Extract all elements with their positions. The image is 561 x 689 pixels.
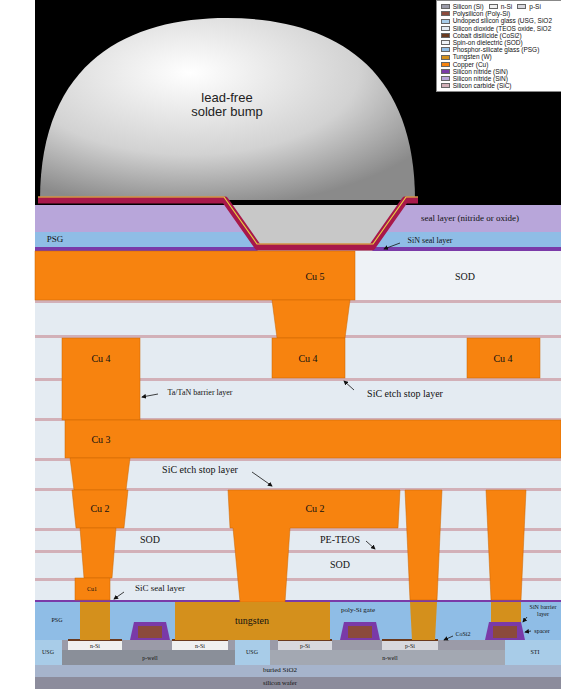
- legend-item: Tungsten (W): [441, 53, 492, 60]
- legend-text: Silicon (Si): [453, 3, 484, 10]
- legend-row: Silicon dioxide (TEOS oxide, SiO2: [441, 25, 557, 32]
- layer-label: USG: [42, 649, 54, 656]
- layer-label: silicon wafer: [263, 679, 297, 686]
- legend-item: Undoped silicon glass (USG, SiO2: [441, 17, 552, 24]
- legend-item: Silicon nitride (SiN): [441, 75, 508, 82]
- legend-swatch: [441, 26, 450, 31]
- layer-label: tungsten: [235, 615, 269, 626]
- legend-text: Undoped silicon glass (USG, SiO2: [453, 17, 552, 24]
- layer-label: seal layer (nitride or oxide): [421, 214, 519, 224]
- legend-row: Phosphor-silicate glass (PSG): [441, 46, 557, 53]
- legend-swatch: [517, 4, 526, 9]
- legend-item: Silicon nitride (SiN): [441, 68, 508, 75]
- legend-text: Silicon nitride (SiN): [453, 68, 508, 75]
- legend-row: Copper (Cu): [441, 61, 557, 68]
- legend-row: Silicon nitride (SiN): [441, 68, 557, 75]
- legend-swatch: [441, 55, 450, 60]
- layer-label: SOD: [140, 534, 160, 545]
- legend-swatch: [441, 83, 450, 88]
- legend-text: Polysilicon (Poly-Si): [453, 10, 510, 17]
- layer-label: USG: [246, 649, 258, 656]
- legend-text: Silicon carbide (SiC): [453, 82, 512, 89]
- legend-text: p-Si: [529, 3, 541, 10]
- legend-swatch: [441, 69, 450, 74]
- legend-text: Silicon dioxide (TEOS oxide, SiO2: [453, 25, 552, 32]
- layer-label: Ta/TaN barrier layer: [167, 389, 232, 398]
- layer-label: spacer: [534, 628, 549, 635]
- legend-item: Silicon (Si): [441, 3, 484, 10]
- legend-row: Undoped silicon glass (USG, SiO2: [441, 17, 557, 24]
- layer-label: Cu 3: [91, 434, 110, 445]
- layer-label: SiC etch stop layer: [162, 464, 238, 475]
- legend-item: Cobalt disilicide (CoSi2): [441, 32, 522, 39]
- legend-swatch: [441, 76, 450, 81]
- legend-item: p-Si: [517, 3, 541, 10]
- legend-swatch: [441, 11, 450, 16]
- layer-label: SiC seal layer: [135, 584, 185, 594]
- legend-text: Copper (Cu): [453, 61, 489, 68]
- layer-label: n-Si: [195, 643, 205, 650]
- layer-label: PSG: [47, 235, 64, 245]
- layer-label: Cu 4: [91, 353, 110, 364]
- layer-label: n-well: [382, 655, 397, 662]
- layer-label: Cu 2: [90, 503, 109, 514]
- layer-label: PE-TEOS: [320, 534, 360, 545]
- layer-label: Cu 4: [298, 353, 317, 364]
- legend-text: Tungsten (W): [453, 53, 492, 60]
- layer-label: p-Si: [405, 643, 415, 650]
- legend-row: Spin-on dielectric (SOD): [441, 39, 557, 46]
- legend-text: Silicon nitride (SiN): [453, 75, 508, 82]
- legend-row: Silicon (Si) n-Si p-Si: [441, 3, 557, 10]
- legend-box: Silicon (Si) n-Si p-SiPolysilicon (Poly-Si…: [436, 0, 561, 92]
- legend-item: Polysilicon (Poly-Si): [441, 10, 510, 17]
- legend-item: Copper (Cu): [441, 61, 489, 68]
- layer-label: poly-Si gate: [341, 607, 375, 615]
- layer-label: STI: [531, 649, 540, 656]
- legend-row: Tungsten (W): [441, 53, 557, 60]
- legend-text: Cobalt disilicide (CoSi2): [453, 32, 522, 39]
- layer-label: SOD: [330, 559, 350, 570]
- legend-swatch: [441, 4, 450, 9]
- layer-label: SOD: [455, 271, 475, 282]
- legend-swatch: [441, 33, 450, 38]
- layer-label: Cu1: [87, 586, 97, 593]
- legend-item: Phosphor-silicate glass (PSG): [441, 46, 540, 53]
- legend-item: n-Si: [489, 3, 513, 10]
- layer-label: buried SiO2: [263, 667, 297, 675]
- legend-row: Silicon nitride (SiN): [441, 75, 557, 82]
- layer-label: CoSi2: [455, 631, 470, 638]
- layer-label: p-Si: [300, 643, 310, 650]
- legend-swatch: [489, 4, 498, 9]
- legend-swatch: [441, 47, 450, 52]
- layer-label: Cu 5: [305, 271, 324, 282]
- layer-label: Cu 2: [305, 503, 324, 514]
- layer-label: p-well: [142, 655, 157, 662]
- layer-label: SiN barrier layer: [527, 604, 559, 617]
- layer-label: SiN seal layer: [408, 237, 453, 246]
- legend-swatch: [441, 40, 450, 45]
- legend-swatch: [441, 19, 450, 24]
- legend-item: Spin-on dielectric (SOD): [441, 39, 523, 46]
- legend-row: Silicon carbide (SiC): [441, 82, 557, 89]
- legend-text: n-Si: [501, 3, 513, 10]
- legend-item: Silicon carbide (SiC): [441, 82, 512, 89]
- layer-label: n-Si: [90, 643, 100, 650]
- legend-swatch: [441, 62, 450, 67]
- legend-row: Cobalt disilicide (CoSi2): [441, 32, 557, 39]
- layer-label: PSG: [51, 617, 62, 624]
- legend-text: Phosphor-silicate glass (PSG): [453, 46, 540, 53]
- layer-label: SiC etch stop layer: [367, 388, 443, 399]
- legend-row: Polysilicon (Poly-Si): [441, 10, 557, 17]
- bump-label: lead-free solder bump: [184, 91, 270, 120]
- legend-item: Silicon dioxide (TEOS oxide, SiO2: [441, 25, 552, 32]
- layer-label: Cu 4: [493, 353, 512, 364]
- legend-text: Spin-on dielectric (SOD): [453, 39, 523, 46]
